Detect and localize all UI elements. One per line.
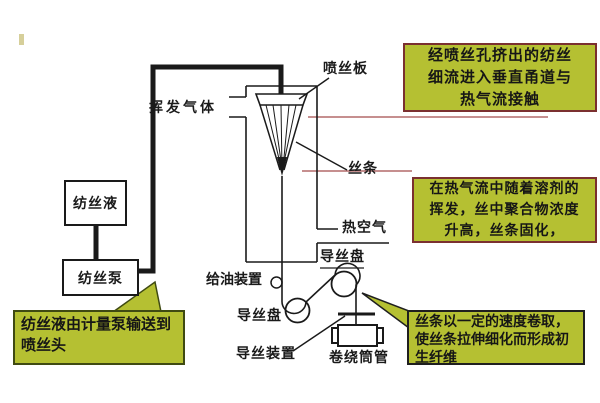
volatile-gas-label: 挥发气体 <box>149 101 217 116</box>
note-winding-text: 丝条以一定的速度卷取，使丝条拉伸细化而形成初生纤维 <box>415 315 569 366</box>
spinneret-assembly <box>254 93 309 176</box>
spinning-pump-label: 纺丝泵 <box>78 271 123 287</box>
winding-callout-tail <box>361 292 410 330</box>
volatile-gas-duct <box>229 96 246 118</box>
bobbin-flange-left <box>331 327 339 344</box>
godet-upper-label: 导丝盘 <box>320 250 365 265</box>
hot-air-label: 热空气 <box>342 221 387 236</box>
black-leader-lines <box>292 77 364 352</box>
winding-bobbin-shape <box>331 324 384 347</box>
note-solidification: 在热气流中随着溶剂的挥发，丝中聚合物浓度升高，丝条固化， <box>412 177 597 243</box>
filament-label: 丝条 <box>348 162 378 177</box>
bullet-artifact <box>19 34 24 45</box>
note-metering: 纺丝液由计量泵输送到喷丝头 <box>13 310 185 365</box>
note-extrusion: 经喷丝孔挤出的纺丝细流进入垂直甬道与热气流接触 <box>403 43 597 112</box>
spinning-pump-box: 纺丝泵 <box>62 259 139 296</box>
note-metering-text: 纺丝液由计量泵输送到喷丝头 <box>21 317 172 354</box>
note-winding: 丝条以一定的速度卷取，使丝条拉伸细化而形成初生纤维 <box>407 310 585 366</box>
godet-lower-label: 导丝盘 <box>237 309 282 324</box>
oiling-device-label: 给油装置 <box>206 273 262 288</box>
spinning-solution-label: 纺丝液 <box>73 197 118 212</box>
spinneret-plate-label: 喷丝板 <box>323 62 368 77</box>
bobbin-flange-right <box>376 327 384 344</box>
oiling-device-circle <box>270 276 283 289</box>
cone-tip <box>277 157 287 176</box>
red-leader-lines <box>302 116 548 172</box>
note-solidification-text: 在热气流中随着溶剂的挥发，丝中聚合物浓度升高，丝条固化， <box>429 181 580 239</box>
leader-guide-device-label <box>292 315 346 352</box>
guide-device-label: 导丝装置 <box>236 347 296 362</box>
thread-path <box>281 176 361 325</box>
winding-bobbin-label: 卷绕筒管 <box>329 351 389 366</box>
leader-filament-label <box>295 141 348 171</box>
bobbin-body <box>337 324 378 347</box>
pipe-pump-to-spinneret <box>135 64 284 274</box>
spinning-solution-box: 纺丝液 <box>64 180 127 226</box>
hot-air-duct <box>317 228 389 244</box>
note-extrusion-text: 经喷丝孔挤出的纺丝细流进入垂直甬道与热气流接触 <box>427 47 572 108</box>
feed-pipe <box>93 64 284 274</box>
filament-cone-outline <box>259 104 304 171</box>
leader-spinneret-label <box>298 77 330 100</box>
